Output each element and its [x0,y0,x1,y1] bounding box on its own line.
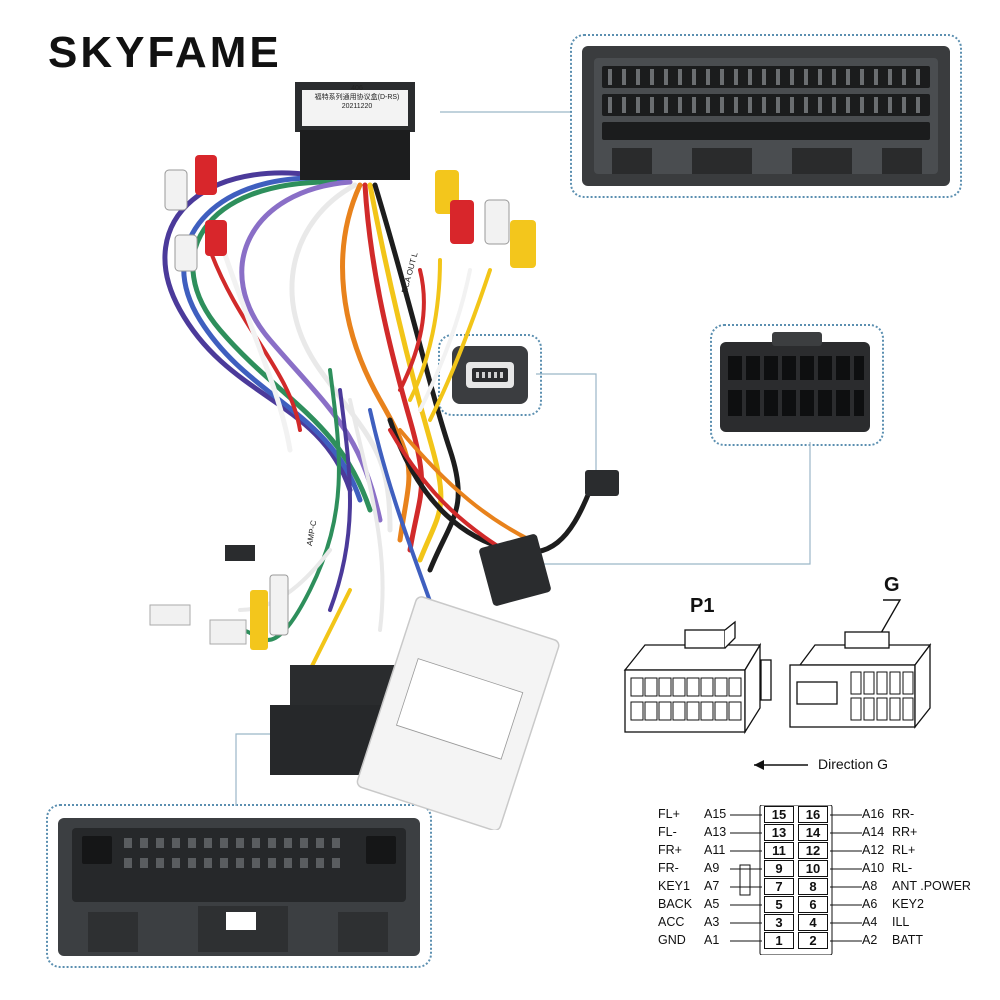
pin-right-number: 12 [798,842,828,859]
pin-left-code: A11 [704,843,726,857]
pin-right-code: A2 [862,933,878,947]
pin-left-name: ACC [658,915,685,929]
pin-right-number: 4 [798,914,828,931]
pin-right-name: RL- [892,861,913,875]
pin-right-number: 14 [798,824,828,841]
pin-right-code: A16 [862,807,885,821]
pin-left-number: 15 [764,806,794,823]
pin-right-name: KEY2 [892,897,924,911]
pin-left-number: 3 [764,914,794,931]
pin-left-name: GND [658,933,686,947]
pin-left-name: BACK [658,897,693,911]
pin-left-name: KEY1 [658,879,690,893]
pin-left-name: FR+ [658,843,682,857]
16-pin-connector-closeup [720,332,870,432]
pin-left-code: A1 [704,933,720,947]
pinout-lines [730,805,862,955]
usb-port-callout [438,334,542,416]
pin-right-number: 8 [798,878,828,895]
pin-right-code: A14 [862,825,885,839]
pin-left-number: 9 [764,860,794,877]
car-connector-callout [46,804,432,968]
direction-label: Direction G [818,756,889,772]
brand-logo: SKYFAME [48,28,282,77]
pin-right-number: 10 [798,860,828,877]
p1-title: P1 [690,595,715,617]
car-side-connector-closeup [58,818,420,956]
connector-line-drawings [623,599,932,735]
pin-left-name: FL+ [658,807,680,821]
pin-right-name: BATT [892,933,924,947]
pin-left-code: A13 [704,825,727,839]
pin-left-number: 7 [764,878,794,895]
pin-right-number: 2 [798,932,828,949]
pin-right-code: A8 [862,879,878,893]
pin-left-code: A15 [704,807,727,821]
pin-left-code: A5 [704,897,720,911]
harness-main-label: 406 福特系列通用协议盒(D-RS) 20211220 [303,84,411,111]
pin-right-code: A6 [862,897,878,911]
harness-label-line3: 20211220 [341,103,373,110]
pin-right-name: ILL [892,915,910,929]
pin-right-name: ANT .POWER [892,879,971,893]
pin-left-number: 5 [764,896,794,913]
direction-arrow-icon [754,760,808,770]
pin-right-number: 6 [798,896,828,913]
main-connector-callout [570,34,962,198]
sixteen-pin-callout [710,324,884,446]
pin-left-code: A3 [704,915,720,929]
pin-left-code: A7 [704,879,720,893]
pin-right-name: RR- [892,807,915,821]
pin-right-code: A12 [862,843,885,857]
pin-right-name: RL+ [892,843,916,857]
main-connector-closeup [582,46,950,186]
pin-right-code: A4 [862,915,878,929]
pin-left-number: 1 [764,932,794,949]
pin-right-code: A10 [862,861,885,875]
pin-left-number: 11 [764,842,794,859]
pin-left-name: FL- [658,825,677,839]
pin-left-name: FR- [658,861,679,875]
usb-port-closeup [452,346,528,404]
pin-right-number: 16 [798,806,828,823]
leader-line-16pin [540,442,811,565]
harness-label-line1: 406 [351,85,363,92]
pin-left-code: A9 [704,861,720,875]
leader-line-usb [536,373,597,476]
harness-label-line2: 福特系列通用协议盒(D-RS) [314,94,400,101]
pin-right-name: RR+ [892,825,918,839]
wiring-harness [149,82,619,830]
pin-left-number: 13 [764,824,794,841]
leader-line-top [440,111,570,113]
g-title: G [884,574,900,596]
